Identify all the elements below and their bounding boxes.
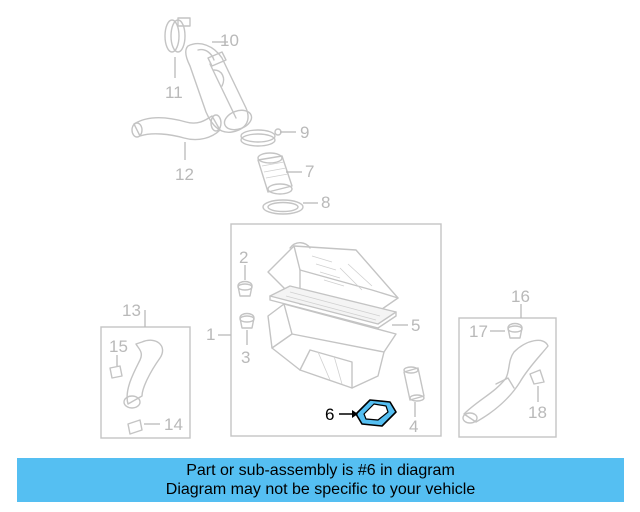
duct-part-4	[403, 366, 425, 402]
callout-8: 8	[321, 193, 330, 212]
callout-2: 2	[239, 248, 248, 267]
callout-5: 5	[411, 316, 420, 335]
part-16-box	[458, 317, 557, 438]
air-cleaner-lower-housing	[267, 303, 397, 389]
bent-hose-part-12	[131, 114, 222, 141]
air-filter-part-5	[269, 285, 397, 329]
callout-6: 6	[325, 405, 334, 424]
callout-6-arrow	[352, 410, 358, 418]
banner-line-1: Part or sub-assembly is #6 in diagram	[186, 462, 455, 479]
clamp-part-11	[164, 17, 191, 53]
clamp-part-9	[240, 128, 282, 147]
callout-9: 9	[300, 123, 309, 142]
callout-11: 11	[165, 83, 183, 102]
callout-18: 18	[528, 403, 547, 422]
grommet-part-17	[507, 322, 523, 339]
clip-part-15	[109, 365, 123, 379]
callout-16: 16	[511, 287, 530, 306]
callout-14: 14	[164, 415, 183, 434]
callout-13: 13	[122, 301, 141, 320]
callout-10: 10	[220, 31, 239, 50]
callout-15: 15	[109, 337, 128, 356]
air-cleaner-assembly-box	[230, 223, 442, 437]
callout-7: 7	[305, 162, 314, 181]
info-banner: Part or sub-assembly is #6 in diagram Di…	[17, 458, 624, 502]
callout-12: 12	[175, 165, 194, 184]
callout-1: 1	[206, 325, 215, 344]
intake-hose-part-10	[185, 42, 253, 133]
clip-part-18	[529, 369, 545, 385]
callout-3: 3	[241, 348, 250, 367]
sensor-housing-part-7	[257, 152, 293, 195]
gasket-part-8	[262, 199, 304, 215]
hose-part-13	[123, 339, 164, 409]
hose-part-16	[462, 339, 549, 424]
seal-part-6[interactable]	[355, 399, 397, 427]
clip-part-14	[127, 419, 143, 435]
callout-17: 17	[469, 322, 488, 341]
banner-line-2: Diagram may not be specific to your vehi…	[165, 481, 476, 498]
grommet-part-3	[239, 312, 255, 329]
callout-4: 4	[409, 417, 418, 436]
grommet-part-2	[237, 280, 253, 297]
